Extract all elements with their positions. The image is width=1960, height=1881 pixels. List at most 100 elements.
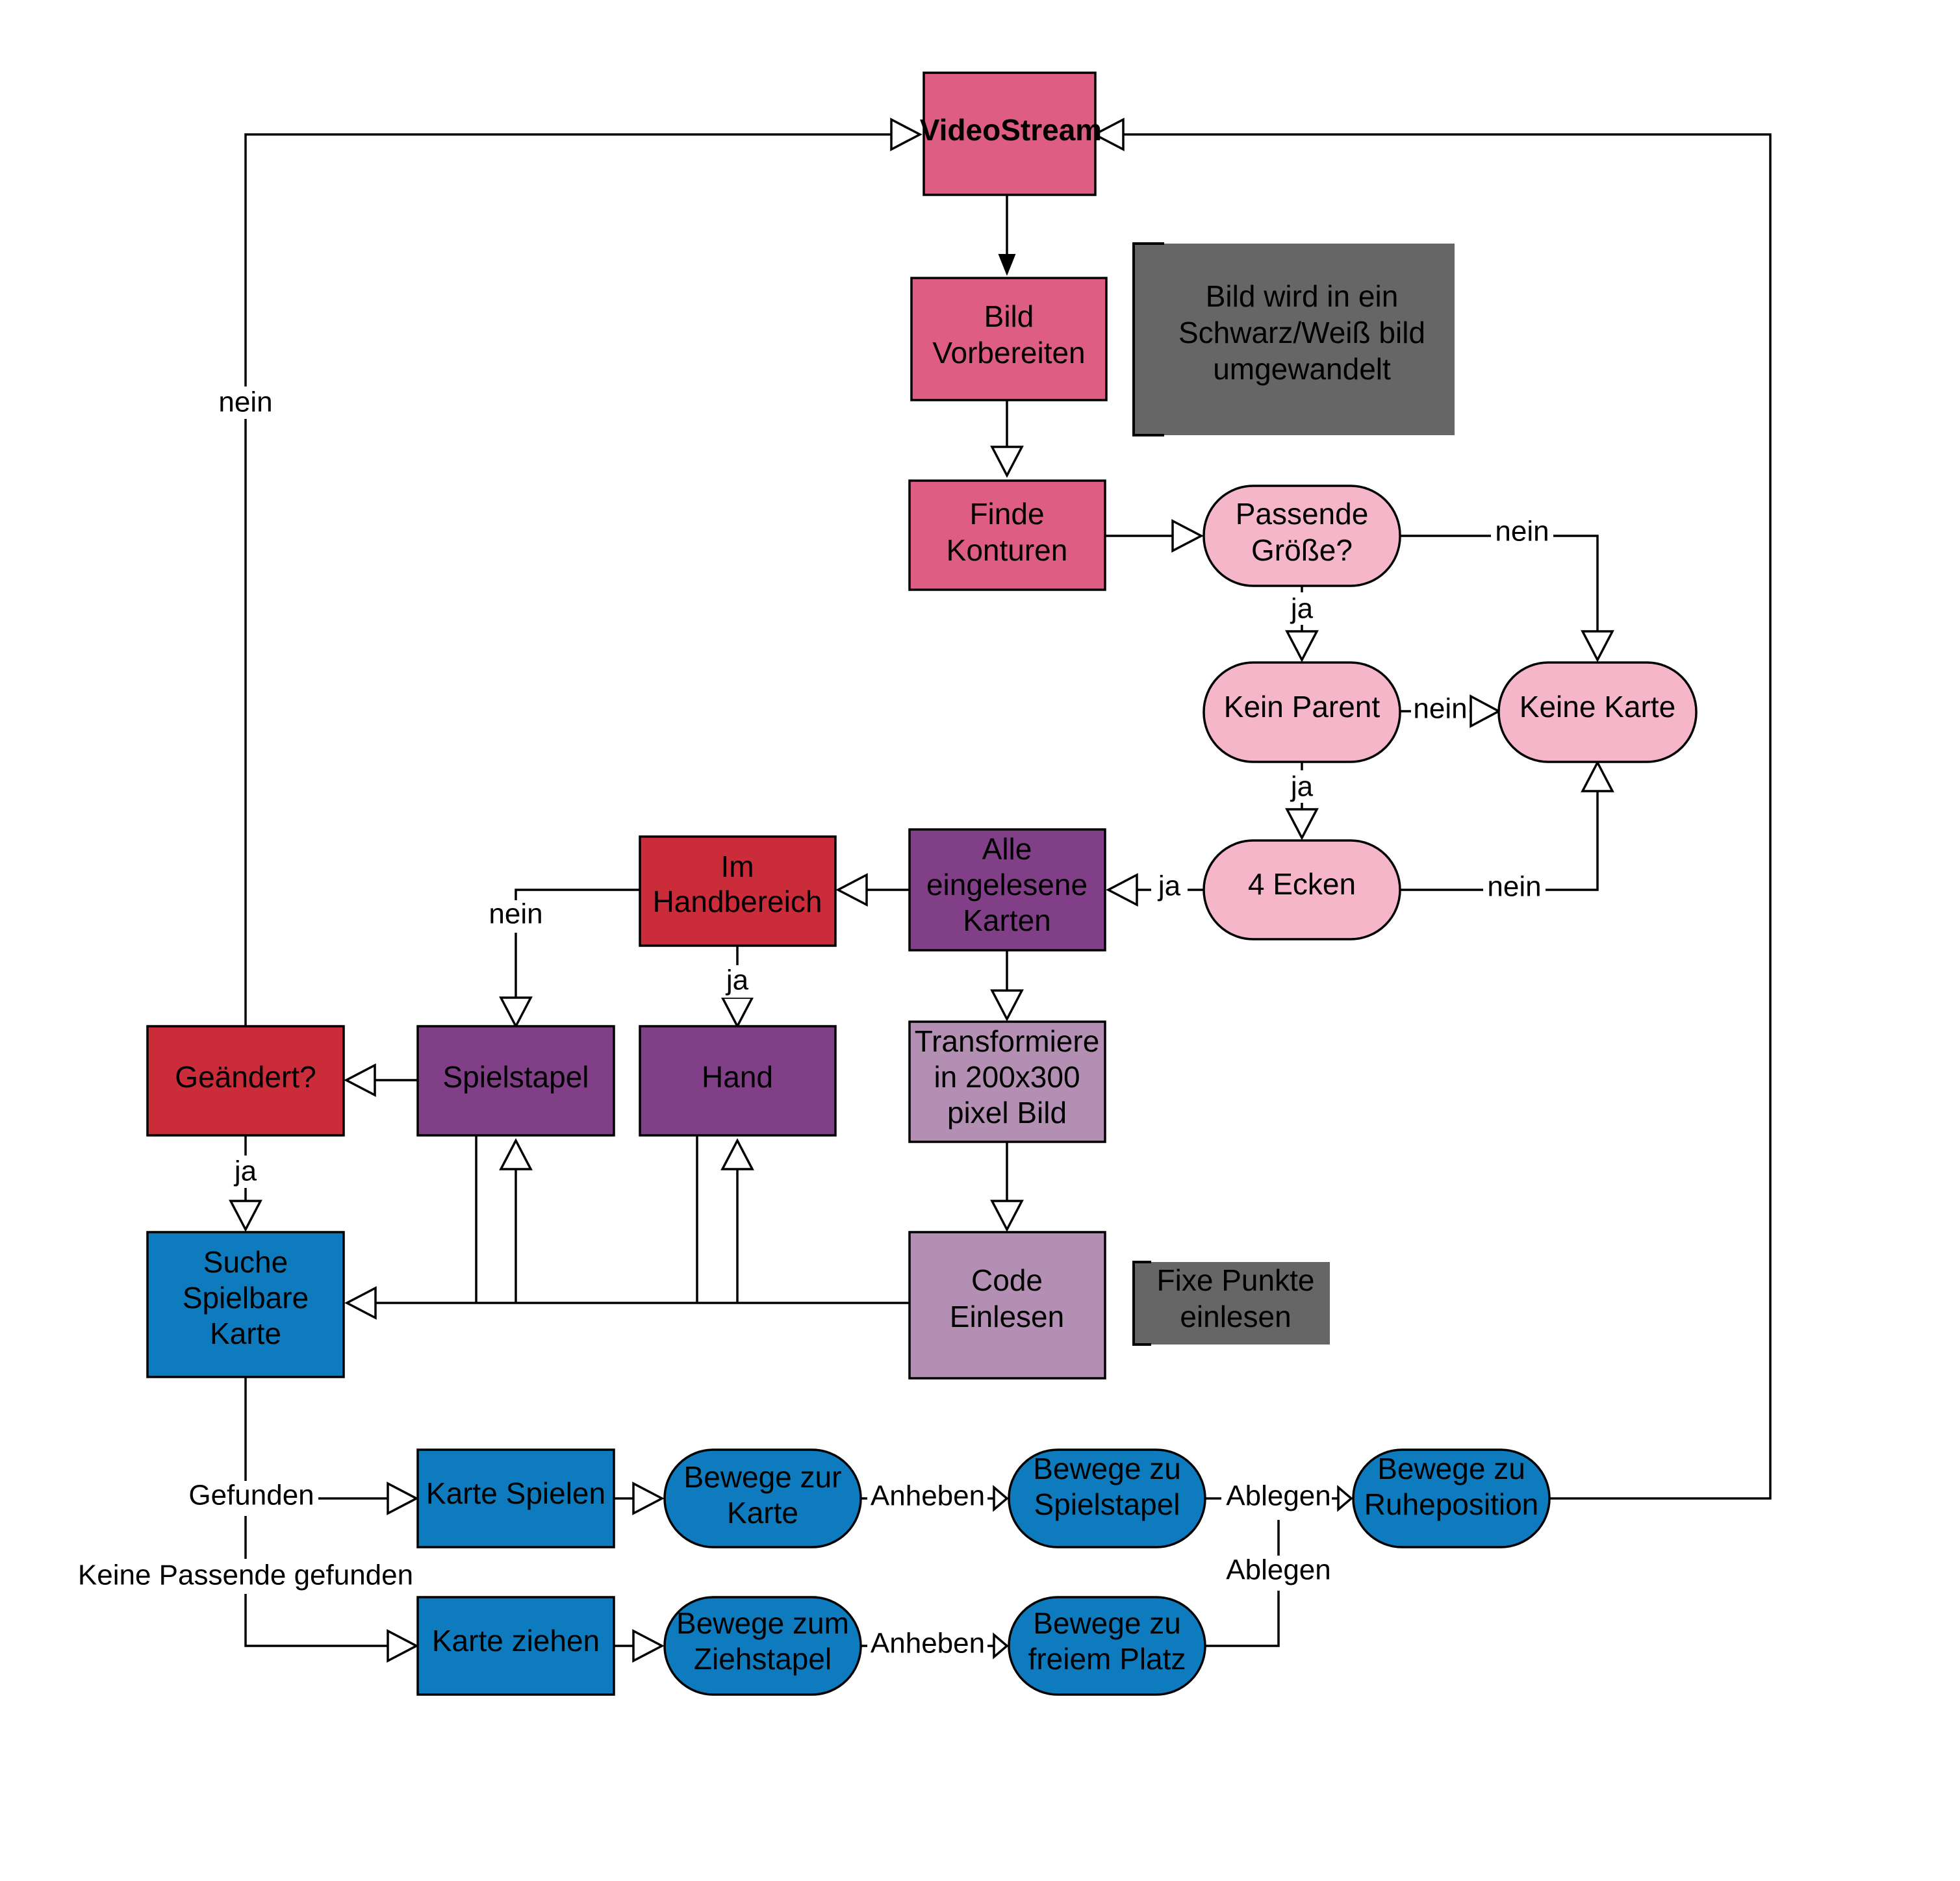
node-videostream-label: VideoStream: [920, 113, 1102, 147]
label-ja-groesse: ja: [1290, 593, 1314, 625]
arrowhead-ecken: [1285, 808, 1319, 840]
node-im-handbereich-box[interactable]: [639, 835, 837, 947]
arrowhead-karte-spielen: [387, 1482, 419, 1515]
node-bewege-zum-ziehstapel-box[interactable]: [663, 1596, 862, 1696]
node-bild-vorbereiten-label-2: Vorbereiten: [932, 336, 1085, 370]
node-passende-groesse-box[interactable]: [1203, 485, 1401, 587]
label-ablegen-bottom: Ablegen: [1226, 1554, 1330, 1586]
note-schwarz-weiss-line-1: Bild wird in ein: [1206, 279, 1399, 313]
edge-groesse-to-keinekarte: [1400, 535, 1599, 631]
label-ja-geaendert: ja: [233, 1155, 257, 1187]
node-bewege-zur-karte-box[interactable]: [663, 1448, 862, 1548]
node-kein-parent-box[interactable]: [1203, 661, 1401, 763]
note-schwarz-weiss-line-2: Schwarz/Weiß bild: [1178, 316, 1425, 349]
node-kein-parent-label: Kein Parent: [1224, 690, 1381, 724]
label-nein-left: nein: [218, 386, 272, 418]
label-ja-ecken: ja: [1157, 870, 1181, 902]
label-nein-groesse: nein: [1495, 516, 1549, 548]
arrowhead-spielstapel-bottom: [499, 1138, 533, 1170]
label-nein-parent: nein: [1413, 693, 1467, 725]
label-gefunden: Gefunden: [188, 1480, 314, 1511]
node-passende-groesse-label-2: Größe?: [1251, 533, 1353, 567]
node-code-einlesen-box[interactable]: [908, 1231, 1106, 1380]
arrowhead-alle: [1106, 873, 1138, 907]
node-bewege-zu-ruheposition-box[interactable]: [1352, 1448, 1551, 1548]
arrowhead-keinekarte-bottom: [1581, 760, 1614, 792]
arrowhead-videostream-left: [890, 118, 923, 151]
arrowhead-videostream-right: [1092, 118, 1125, 151]
arrowhead-keinekarte-left: [1470, 694, 1501, 728]
label-anheben-top: Anheben: [871, 1480, 985, 1512]
node-suche-karte-box[interactable]: [146, 1231, 345, 1378]
note-fixe-punkte-box: [1132, 1262, 1330, 1344]
node-vier-ecken-box[interactable]: [1203, 839, 1401, 940]
node-transformiere-box[interactable]: [908, 1020, 1106, 1143]
node-bild-vorbereiten-box[interactable]: [910, 277, 1108, 401]
node-transformiere-label-1: Transformiere: [915, 1024, 1100, 1058]
node-keine-karte-box[interactable]: [1497, 661, 1698, 763]
node-bewege-zu-ruheposition-label-1: Bewege zu: [1377, 1452, 1525, 1485]
label-anheben-bottom: Anheben: [871, 1628, 985, 1660]
node-karte-spielen-label: Karte Spielen: [426, 1476, 605, 1510]
node-bewege-zu-ruheposition-label-2: Ruheposition: [1364, 1487, 1539, 1521]
note-fixe-punkte-bracket: [1132, 1261, 1151, 1346]
node-alle-karten-label-2: eingelesene: [926, 868, 1088, 902]
node-bewege-zu-freiem-platz-box[interactable]: [1008, 1596, 1206, 1696]
node-alle-karten-box[interactable]: [908, 828, 1106, 952]
node-bewege-zum-ziehstapel-label-2: Ziehstapel: [694, 1642, 832, 1676]
node-hand-box[interactable]: [639, 1025, 837, 1137]
arrowhead-ruheposition: [1337, 1485, 1353, 1512]
node-alle-karten-label-3: Karten: [963, 903, 1051, 937]
node-transformiere-label-3: pixel Bild: [947, 1096, 1067, 1130]
note-schwarz-weiss-line-3: umgewandelt: [1213, 352, 1391, 386]
edge-ruhe-to-videostream: [1123, 133, 1772, 1500]
label-keine-passende: Keine Passende gefunden: [78, 1559, 413, 1591]
node-suche-karte-label-3: Karte: [210, 1317, 281, 1350]
node-transformiere-label-2: in 200x300: [934, 1060, 1080, 1094]
arrowhead-karte-ziehen: [387, 1629, 419, 1663]
arrowhead-keinekarte-top: [1581, 630, 1614, 663]
node-bewege-zu-spielstapel-box[interactable]: [1008, 1448, 1206, 1548]
node-karte-ziehen-label: Karte ziehen: [432, 1624, 600, 1658]
node-suche-karte-label-2: Spielbare: [183, 1281, 309, 1315]
nodes: VideoStream Bild Vorbereiten Bild wird i…: [146, 71, 1698, 1696]
node-spielstapel-box[interactable]: [416, 1025, 615, 1137]
edge-ecken-to-keinekarte: [1400, 791, 1599, 891]
arrowhead-groesse: [1171, 519, 1204, 553]
edge-labels: nein nein ja nein ja nein ja nein ja ja …: [65, 386, 1553, 1663]
node-bild-vorbereiten-label-1: Bild: [984, 299, 1034, 333]
node-karte-ziehen-box[interactable]: [416, 1596, 615, 1696]
node-keine-karte-label: Keine Karte: [1520, 690, 1675, 724]
arrowhead-bewege-zur-karte: [632, 1482, 665, 1515]
node-geaendert-box[interactable]: [146, 1025, 345, 1137]
edge-handbereich-to-spielstapel: [515, 889, 640, 998]
node-im-handbereich-label-1: Im: [720, 850, 754, 883]
node-karte-spielen-box[interactable]: [416, 1448, 615, 1548]
node-bewege-zur-karte-label-1: Bewege zur: [684, 1460, 842, 1494]
arrowhead-code: [990, 1200, 1024, 1232]
node-bewege-zum-ziehstapel-label-1: Bewege zum: [676, 1606, 849, 1640]
arrowhead-ziehstapel: [632, 1629, 665, 1663]
arrowhead-konturen: [990, 446, 1024, 478]
arrowhead-spielstapel-top: [499, 996, 533, 1029]
node-bewege-zu-spielstapel-label-2: Spielstapel: [1034, 1487, 1180, 1521]
arrowhead-bild: [998, 254, 1016, 276]
arrowhead-freiem-platz: [993, 1632, 1009, 1660]
node-vier-ecken-label: 4 Ecken: [1248, 867, 1356, 901]
node-passende-groesse-label-1: Passende: [1236, 497, 1369, 531]
arrowhead-handbereich: [835, 873, 868, 907]
arrowhead-transformiere: [990, 989, 1024, 1022]
node-videostream-box[interactable]: [923, 71, 1097, 196]
edge-geaendert-to-videostream: [244, 133, 891, 1026]
note-schwarz-weiss-box: [1132, 244, 1455, 435]
node-hand-label: Hand: [702, 1060, 773, 1094]
label-nein-ecken: nein: [1487, 871, 1541, 903]
note-schwarz-weiss-bracket: [1132, 242, 1164, 436]
node-finde-konturen-label-1: Finde: [969, 497, 1044, 531]
node-bewege-zu-freiem-platz-label-1: Bewege zu: [1033, 1606, 1181, 1640]
node-finde-konturen-box[interactable]: [908, 479, 1106, 591]
node-suche-karte-label-1: Suche: [203, 1245, 288, 1279]
node-spielstapel-label: Spielstapel: [442, 1060, 589, 1094]
node-code-einlesen-label-1: Code: [971, 1263, 1043, 1297]
